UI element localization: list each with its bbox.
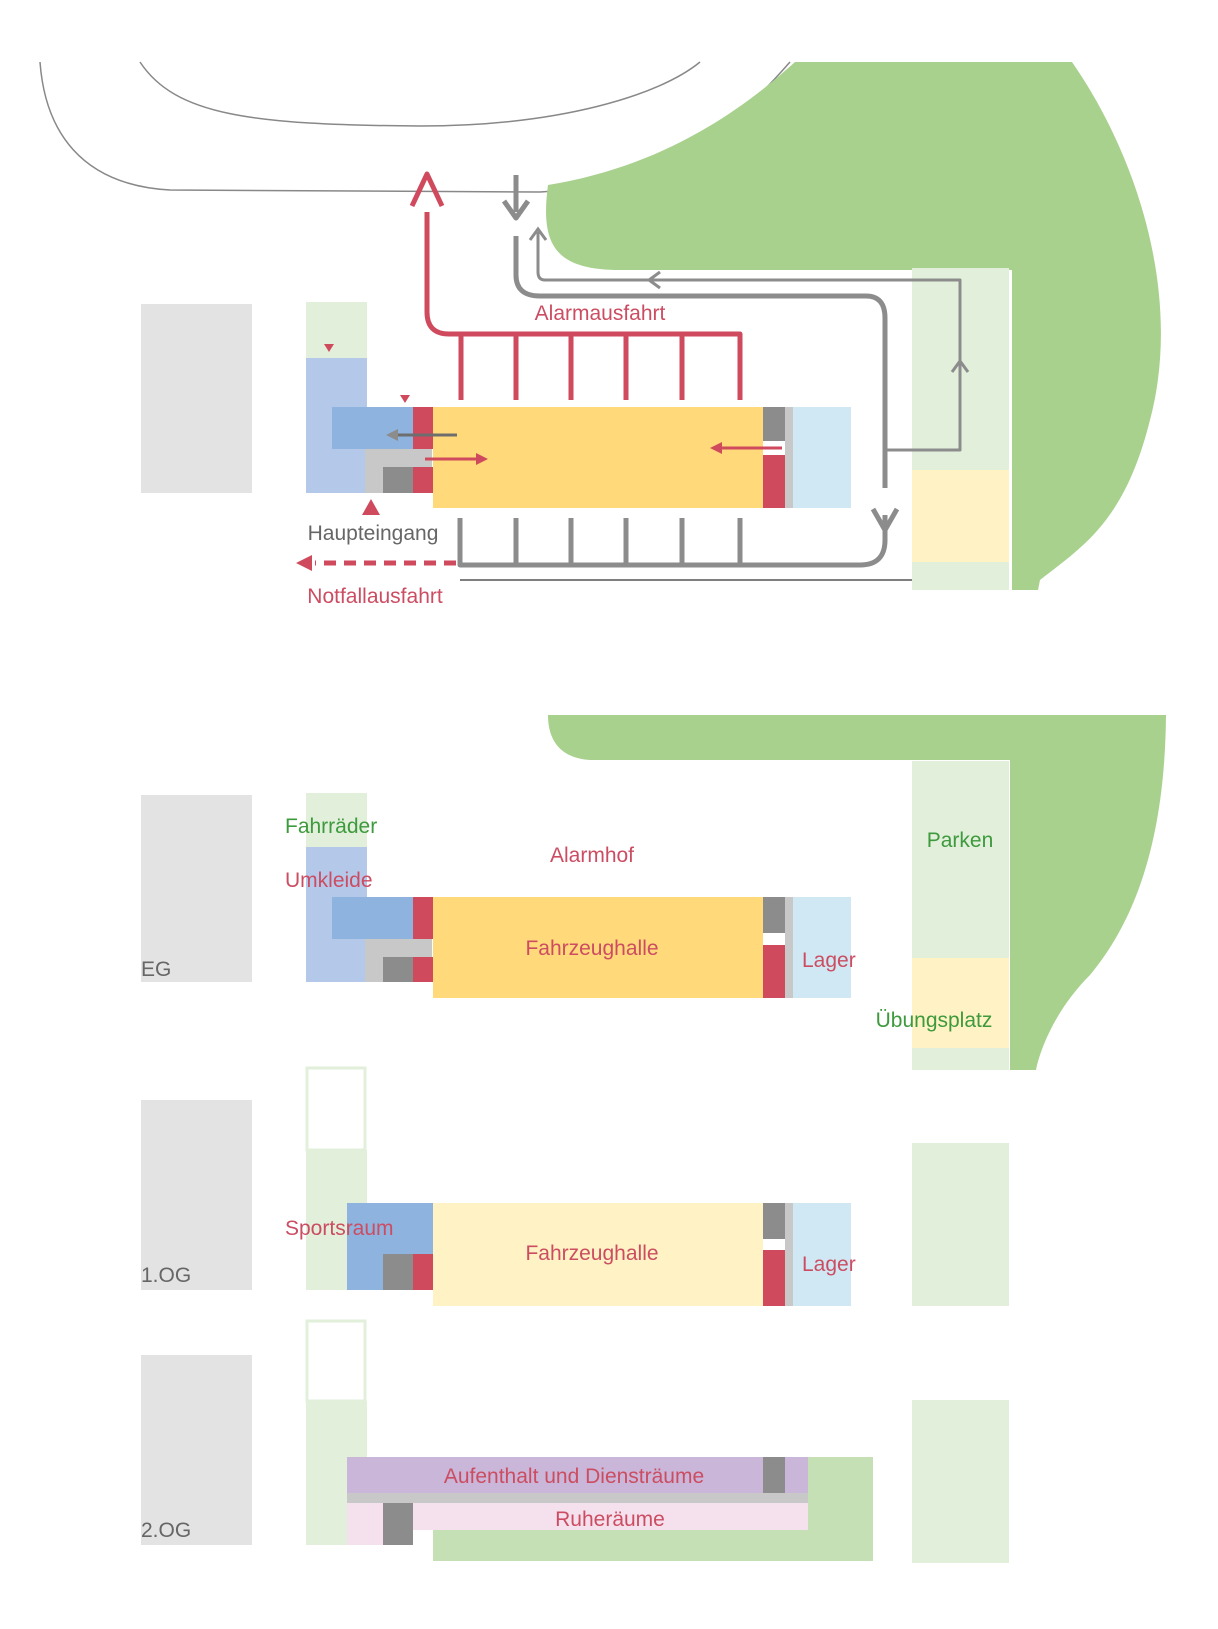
hall-red-eg bbox=[763, 945, 785, 998]
stair-og2 bbox=[383, 1503, 413, 1545]
vehicle-hall-og1-label: Fahrzeughalle bbox=[525, 1242, 658, 1265]
level-eg: EG bbox=[141, 958, 171, 981]
alarm-exit-arrowhead bbox=[409, 171, 445, 208]
level-og2: 2.OG bbox=[141, 1519, 191, 1542]
rest-block-lower bbox=[347, 1530, 383, 1545]
alarm-exit-route bbox=[424, 212, 743, 400]
floor-og2: 2.OG Aufenthalt und Diensträume Ruheräum… bbox=[141, 1319, 1009, 1563]
storage-eg bbox=[793, 897, 851, 998]
training-area bbox=[912, 470, 1009, 562]
vehicle-hall-eg-label: Fahrzeughalle bbox=[525, 937, 658, 960]
hall-light-core bbox=[785, 407, 793, 508]
sports-label: Sportsraum bbox=[285, 1217, 394, 1240]
loop-arrow-left bbox=[646, 270, 661, 290]
stair-core bbox=[383, 467, 413, 493]
main-entrance-label: Haupteingang bbox=[308, 522, 439, 545]
bikes-label: Fahrräder bbox=[285, 815, 377, 838]
floor-og1: 1.OG Sportsraum Fahrzeughalle Lager bbox=[141, 1066, 1009, 1306]
hall-red-og1 bbox=[763, 1250, 785, 1306]
hall-gray-eg bbox=[763, 897, 785, 933]
parking-og2 bbox=[912, 1400, 1009, 1563]
rest-label: Ruheräume bbox=[555, 1508, 665, 1531]
rest-block bbox=[347, 1503, 808, 1530]
bike-eg bbox=[306, 793, 367, 847]
hall-eg bbox=[433, 897, 763, 998]
alarm-exit-label: Alarmausfahrt bbox=[535, 302, 666, 325]
hall-light-eg bbox=[785, 897, 793, 998]
bike-shelter bbox=[306, 302, 367, 358]
bike-roof-og1 bbox=[305, 1066, 367, 1152]
triangle-marker-1 bbox=[324, 344, 334, 352]
driveway-loop bbox=[536, 232, 962, 452]
neighbor-building bbox=[141, 304, 252, 493]
changing-label: Umkleide bbox=[285, 869, 373, 892]
hall-gray-core bbox=[763, 407, 785, 441]
green-area bbox=[546, 62, 1161, 590]
road-outline-inner bbox=[139, 61, 701, 127]
level-og1: 1.OG bbox=[141, 1264, 191, 1287]
green-area-eg bbox=[548, 715, 1166, 1070]
hall-gray-og1 bbox=[763, 1203, 785, 1239]
return-arrowhead-down bbox=[870, 507, 900, 533]
neighbor-og1 bbox=[141, 1100, 252, 1290]
entrance-triangle bbox=[362, 499, 380, 515]
red-b-eg bbox=[413, 957, 433, 982]
red-og1 bbox=[413, 1254, 433, 1290]
loop-arrow-up-1 bbox=[528, 226, 548, 241]
triangle-marker-2 bbox=[400, 395, 410, 403]
red-core-b bbox=[413, 467, 433, 493]
stair-eg bbox=[383, 957, 413, 982]
red-core-a bbox=[413, 407, 433, 449]
emergency-exit-label: Notfallausfahrt bbox=[307, 585, 443, 608]
vehicle-hall-site bbox=[433, 407, 763, 508]
storage-eg-label: Lager bbox=[802, 949, 856, 972]
storage-og1 bbox=[793, 1203, 851, 1306]
emergency-exit-arrowhead bbox=[296, 555, 312, 571]
neighbor-eg bbox=[141, 795, 252, 982]
lounge-core bbox=[763, 1457, 785, 1493]
parking-label: Parken bbox=[927, 829, 994, 852]
alarm-yard-label: Alarmhof bbox=[550, 844, 634, 867]
site-plan: Alarmausfahrt Haupteingang Notfallausfah… bbox=[39, 61, 1161, 608]
lounge-label: Aufenthalt und Diensträume bbox=[444, 1465, 704, 1488]
hall-void-og1 bbox=[433, 1203, 763, 1306]
stair-og1 bbox=[383, 1254, 413, 1290]
sports-room-block bbox=[347, 1203, 440, 1254]
neighbor-og2 bbox=[141, 1355, 252, 1545]
lounge-block bbox=[347, 1457, 808, 1493]
return-route bbox=[457, 175, 888, 568]
hall-red-core bbox=[763, 455, 785, 508]
red-a-eg bbox=[413, 897, 433, 939]
storage-site bbox=[793, 407, 851, 508]
bike-roof-og2 bbox=[305, 1319, 367, 1403]
storage-og1-label: Lager bbox=[802, 1253, 856, 1276]
loop-arrow-up-2 bbox=[950, 358, 970, 373]
corridor-og2 bbox=[347, 1493, 808, 1503]
training-eg bbox=[912, 958, 1009, 1048]
parking-og1 bbox=[912, 1143, 1009, 1306]
entry-arrowhead-down bbox=[501, 199, 531, 221]
hall-light-og1 bbox=[785, 1203, 793, 1306]
training-ground-label: Übungsplatz bbox=[876, 1009, 993, 1032]
floor-eg: EG Fahrräder Umkleide Alarmhof Fahrzeugh… bbox=[141, 715, 1166, 1070]
sports-lower-block bbox=[347, 1254, 383, 1290]
